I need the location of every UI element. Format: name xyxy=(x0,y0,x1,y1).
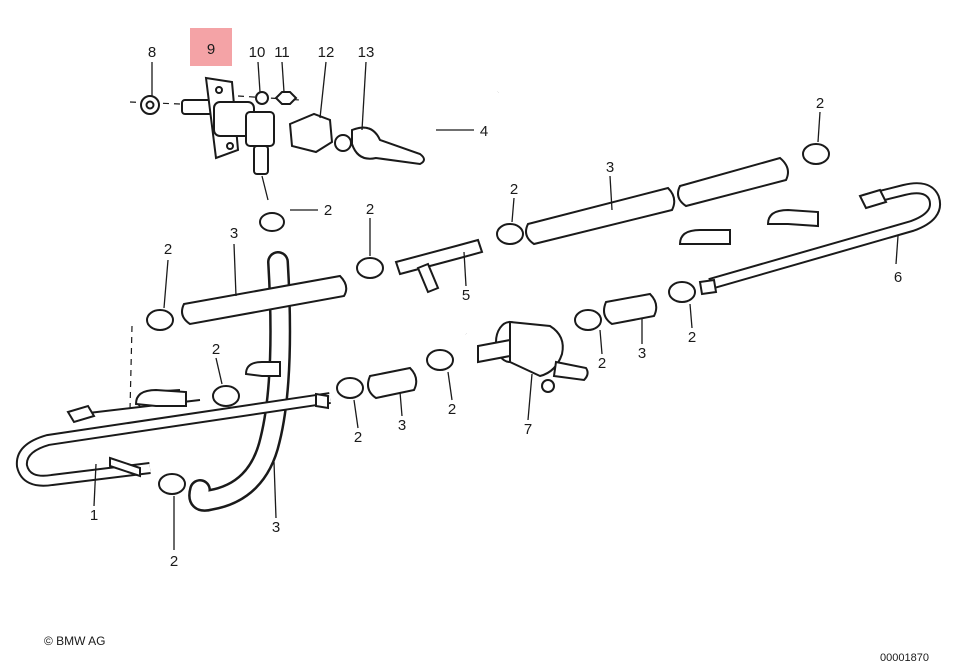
label-2: 2 xyxy=(448,401,456,418)
label-5: 5 xyxy=(462,287,470,304)
label-3: 3 xyxy=(398,417,406,434)
label-2: 2 xyxy=(212,341,220,358)
hose-clamps xyxy=(146,143,830,495)
copyright-notice: © BMW AG xyxy=(44,634,106,648)
label-1: 1 xyxy=(90,507,98,524)
hose-segments xyxy=(181,156,789,400)
label-2: 2 xyxy=(366,201,374,218)
label-9: 9 xyxy=(207,41,215,58)
part-labels: 8 9 10 11 12 13 2 4 3 2 2 2 3 2 6 5 2 2 … xyxy=(90,41,902,570)
label-2: 2 xyxy=(170,553,178,570)
pressure-regulator-7 xyxy=(477,320,589,393)
label-3: 3 xyxy=(272,519,280,536)
label-3: 3 xyxy=(230,225,238,242)
label-2: 2 xyxy=(354,429,362,446)
label-2: 2 xyxy=(688,329,696,346)
label-3: 3 xyxy=(606,159,614,176)
label-7: 7 xyxy=(524,421,532,438)
leader-lines xyxy=(93,61,899,550)
label-8: 8 xyxy=(148,44,156,61)
label-2: 2 xyxy=(598,355,606,372)
label-2: 2 xyxy=(816,95,824,112)
label-2: 2 xyxy=(324,202,332,219)
t-fitting-5 xyxy=(394,238,484,294)
label-6: 6 xyxy=(894,269,902,286)
label-11: 11 xyxy=(274,44,290,61)
label-2: 2 xyxy=(510,181,518,198)
label-2: 2 xyxy=(164,241,172,258)
label-10: 10 xyxy=(249,44,266,61)
diagram-number: 00001870 xyxy=(880,652,929,664)
label-12: 12 xyxy=(318,44,335,61)
label-3: 3 xyxy=(638,345,646,362)
label-13: 13 xyxy=(358,44,375,61)
part-9-highlight xyxy=(190,28,232,66)
label-4: 4 xyxy=(480,123,488,140)
valve-assembly xyxy=(129,76,425,201)
